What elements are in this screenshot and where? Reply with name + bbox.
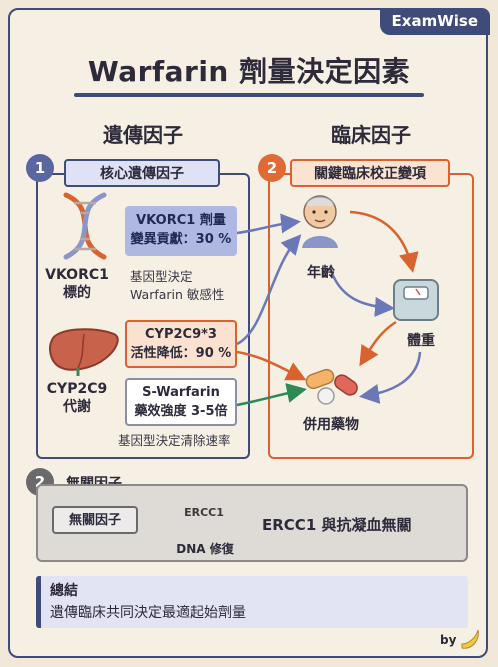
section1-number: 1 bbox=[26, 154, 54, 182]
clinical-number: 2 bbox=[258, 154, 286, 182]
vkorc1-note: 基因型決定 Warfarin 敏感性 bbox=[130, 269, 225, 302]
title-underline bbox=[74, 93, 424, 97]
vkorc1-contribution-box: VKORC1 劑量 變異貢獻：30 % bbox=[125, 206, 237, 256]
summary-title: 總結 bbox=[50, 583, 78, 599]
concomitant-drugs-label: 併用藥物 bbox=[303, 417, 359, 433]
irrelevant-factor-box: 無關因子 bbox=[52, 506, 138, 534]
cyp2c9-note: 基因型決定清除速率 bbox=[118, 433, 231, 448]
brand-badge: ExamWise bbox=[379, 8, 490, 35]
arrow-cyp2c9-to-age bbox=[236, 234, 302, 346]
arrow-age-to-weight bbox=[349, 210, 419, 273]
swarfarin-potency-box: S-Warfarin 藥效強度 3-5倍 bbox=[125, 378, 237, 426]
weight-label: 體重 bbox=[407, 333, 435, 349]
age-label: 年齡 bbox=[307, 265, 335, 281]
footer-by: by bbox=[440, 633, 457, 647]
cyp2c9-label: CYP2C9 代謝 bbox=[46, 381, 108, 415]
page-title: Warfarin 劑量決定因素 bbox=[87, 55, 411, 88]
ercc1-icon-text: ERCC1 bbox=[184, 506, 224, 519]
pills-icon bbox=[305, 368, 358, 405]
clinical-tab: 關鍵臨床校正變項 bbox=[290, 159, 450, 187]
banana-icon bbox=[461, 629, 479, 649]
scale-icon bbox=[393, 279, 439, 321]
summary-text: 遺傳臨床共同決定最適起始劑量 bbox=[50, 605, 246, 621]
arrow-weight-to-drugs bbox=[359, 320, 397, 367]
ercc1-statement: ERCC1 與抗凝血無關 bbox=[262, 516, 412, 534]
arrow-vkorc1-to-age bbox=[236, 213, 301, 235]
clinical-header: 臨床因子 bbox=[331, 123, 411, 147]
liver-icon bbox=[49, 328, 119, 376]
elderly-person-icon bbox=[302, 195, 338, 248]
arrow-swarfarin-to-drugs bbox=[236, 383, 307, 407]
arrow-weight-to-drugs-blue bbox=[359, 351, 422, 404]
arrow-cyp2c9-to-drugs bbox=[236, 350, 307, 381]
vkorc1-label: VKORC1 標的 bbox=[45, 267, 109, 301]
summary-box bbox=[36, 576, 468, 628]
arrow-age-to-weight-blue bbox=[328, 267, 395, 317]
ercc1-caption: DNA 修復 bbox=[176, 542, 234, 556]
genetic-header: 遺傳因子 bbox=[103, 123, 183, 147]
cyp2c9-activity-box: CYP2C9*3 活性降低：90 % bbox=[125, 320, 237, 368]
dna-icon bbox=[63, 192, 107, 260]
core-genetic-tab: 核心遺傳因子 bbox=[64, 159, 220, 187]
